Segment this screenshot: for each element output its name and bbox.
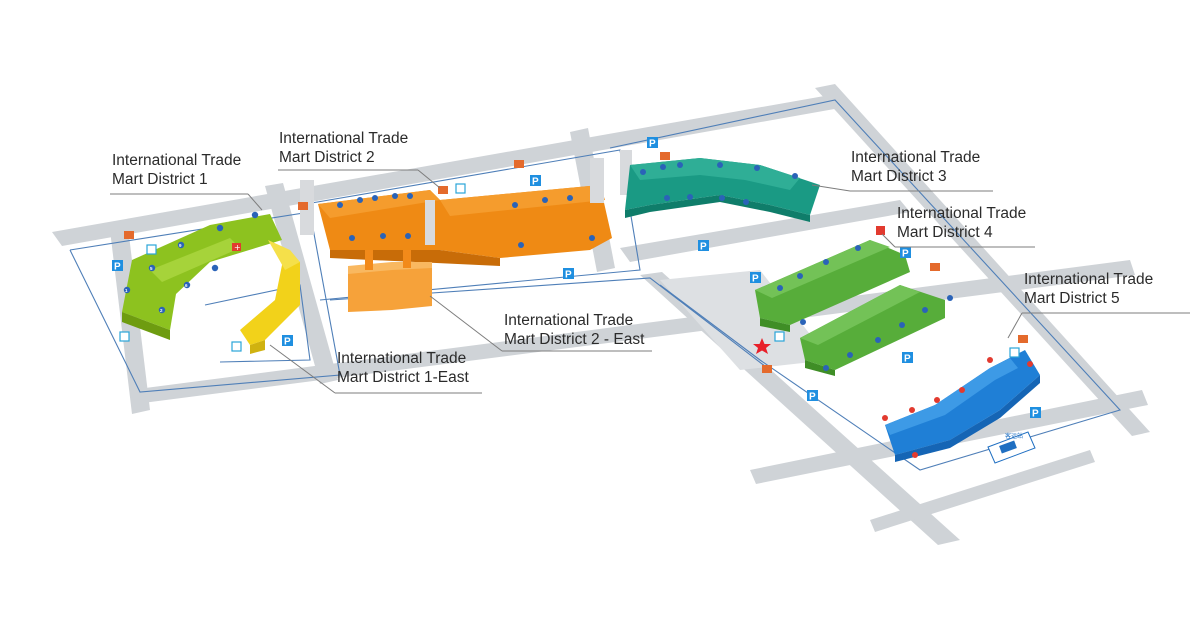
first-aid-icon [876,226,885,235]
parking-icon: P [530,175,541,188]
district-4-label-line1: International Trade [897,205,1027,222]
parking-icon: P [647,137,658,150]
district-1-east-buildings[interactable] [240,240,300,354]
svg-text:P: P [809,392,816,403]
restaurant-icon [124,231,134,239]
first-aid-icon [232,243,241,251]
parking-icon: P [902,352,913,365]
district-1-buildings[interactable]: 1 2 5 6 9 + [122,211,282,340]
district-3-buildings[interactable] [625,158,820,222]
parking-icon: P [900,247,911,260]
parking-icon: P [1030,407,1041,420]
restaurant-icon [298,202,308,210]
parking-icon: P [807,390,818,403]
restaurant-icon [660,152,670,160]
district-1-label-line1: International Trade [112,152,242,169]
district-1-east-label-line1: International Trade [337,350,467,367]
svg-text:2: 2 [160,308,163,313]
district-2-label-line1: International Trade [279,130,409,147]
district-2-label[interactable]: International Trade Mart District 2 [279,129,408,167]
svg-text:5: 5 [150,266,153,271]
district-2-east-buildings[interactable] [348,250,432,312]
parking-icon: P [750,272,761,285]
exit-icon [455,183,466,194]
svg-text:P: P [904,354,911,365]
district-2-east-label[interactable]: International Trade Mart District 2 - Ea… [504,311,644,349]
service-icons [119,152,1028,373]
district-5-label-line2: Mart District 5 [1024,290,1120,307]
star-icon [753,338,771,354]
exit-icon [146,244,157,255]
svg-text:P: P [532,177,539,188]
bus-station-icon: 客运站 [987,431,1036,464]
svg-text:6: 6 [185,283,188,288]
svg-text:P: P [902,249,909,260]
restaurant-icon [1018,335,1028,343]
district-3-label-line2: Mart District 3 [851,168,947,185]
district-5-buildings[interactable] [882,337,1040,462]
bus-station-label: 客运站 [1005,432,1023,440]
leader-lines [110,169,1190,394]
district-3-label-line1: International Trade [851,149,981,166]
svg-text:P: P [649,139,656,150]
restaurant-icon [930,263,940,271]
exit-icon [774,331,785,342]
svg-text:P: P [565,270,572,281]
restaurant-icon [762,365,772,373]
parking-icon: P [282,335,293,348]
svg-text:P: P [284,337,291,348]
district-5-label-line1: International Trade [1024,271,1154,288]
district-3-label[interactable]: International Trade Mart District 3 [851,148,980,186]
exit-icon [1009,347,1020,358]
svg-text:P: P [752,274,759,285]
restaurant-icon [438,186,448,194]
exit-icon [119,331,130,342]
district-1-label[interactable]: International Trade Mart District 1 [112,151,241,189]
parking-icon: P [112,260,123,273]
svg-text:1: 1 [125,288,128,293]
district-4-label[interactable]: International Trade Mart District 4 [897,204,1026,242]
district-1-label-line2: Mart District 1 [112,171,208,188]
svg-text:P: P [700,242,707,253]
district-5-label[interactable]: International Trade Mart District 5 [1024,270,1153,308]
svg-text:P: P [114,262,121,273]
district-1-east-label[interactable]: International Trade Mart District 1-East [337,349,469,387]
svg-text:P: P [1032,409,1039,420]
district-2-east-label-line2: Mart District 2 - East [504,331,645,348]
district-2-east-label-line1: International Trade [504,312,634,329]
svg-text:9: 9 [179,243,182,248]
parking-icon: P [563,268,574,281]
exit-icon [231,341,242,352]
district-2-label-line2: Mart District 2 [279,149,375,166]
parking-icons: P P P P P P P P P P P [112,137,1041,420]
parking-icon: P [698,240,709,253]
district-1-east-label-line2: Mart District 1-East [337,369,469,386]
svg-text:+: + [234,243,241,252]
restaurant-icon [514,160,524,168]
district-4-buildings[interactable] [755,240,953,376]
district-2-buildings[interactable] [300,150,632,266]
district-4-label-line2: Mart District 4 [897,224,993,241]
